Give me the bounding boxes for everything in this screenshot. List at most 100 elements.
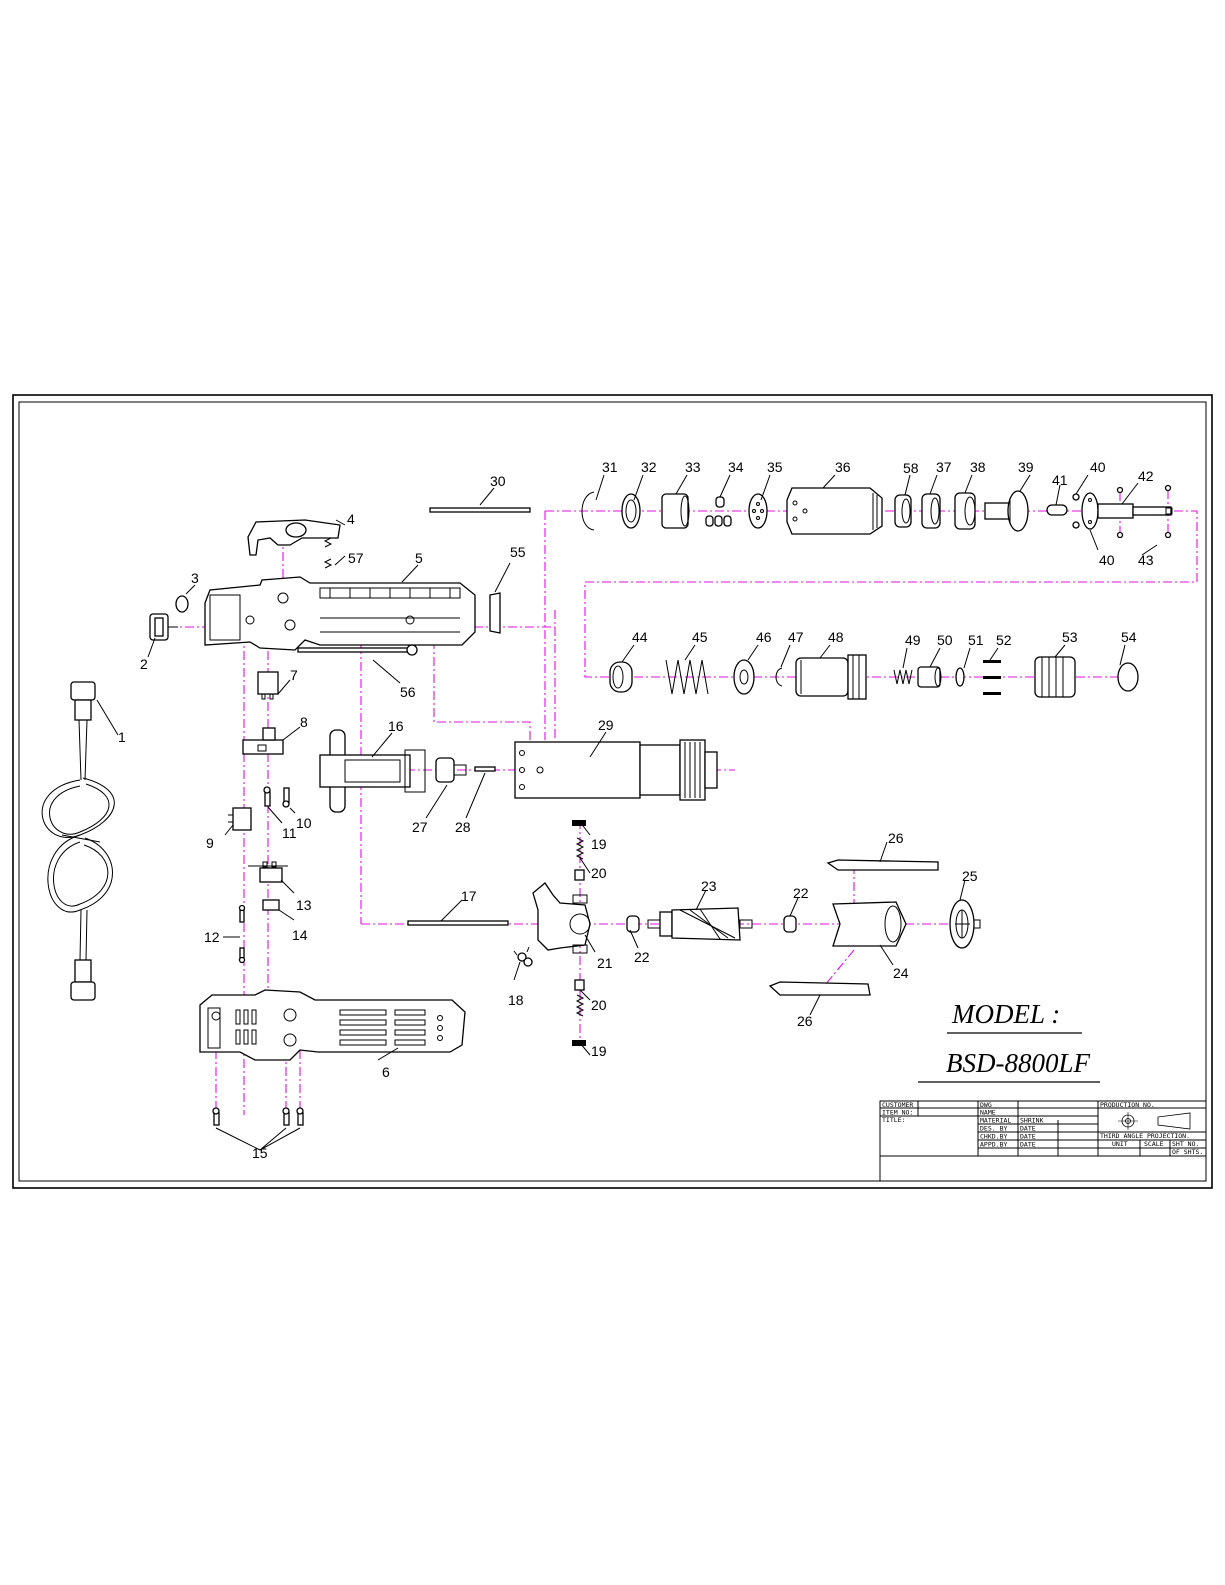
- tb-date-3: DATE: [1020, 1141, 1036, 1149]
- callout-labels: 1 2 3 4 5 6 7 8 9 10 11 12 13 14 15 16 1…: [118, 459, 1154, 1161]
- callout-47: 47: [788, 629, 804, 645]
- part-36-gear-case: [786, 487, 883, 535]
- callout-35: 35: [767, 459, 783, 475]
- callout-11: 11: [282, 825, 297, 841]
- callout-41: 41: [1052, 472, 1068, 488]
- callout-23: 23: [701, 878, 717, 894]
- tb-date-2: DATE: [1020, 1133, 1036, 1141]
- callout-24: 24: [893, 965, 909, 981]
- part-37-ring: [921, 493, 941, 529]
- tb-customer: CUSTOMER: [882, 1101, 913, 1109]
- callout-48: 48: [828, 629, 844, 645]
- callout-20-bottom: 20: [591, 997, 607, 1013]
- callout-56: 56: [400, 684, 416, 700]
- tb-of-shts: OF SHTS.: [1172, 1148, 1203, 1156]
- callout-12: 12: [204, 929, 220, 945]
- callout-52: 52: [996, 632, 1012, 648]
- part-16-motor-bracket: [319, 729, 426, 813]
- callout-55: 55: [510, 544, 526, 560]
- callout-43: 43: [1138, 552, 1154, 568]
- part-52-shims: [983, 660, 1001, 695]
- tb-shrink: SHRINK: [1020, 1117, 1044, 1125]
- part-2-connector: [149, 613, 178, 641]
- title-block: CUSTOMER ITEM NO: TITLE: DWG NAME MATERI…: [879, 1100, 1207, 1182]
- callout-19-top: 19: [591, 836, 607, 852]
- callout-1: 1: [118, 729, 126, 745]
- callout-2: 2: [140, 656, 148, 672]
- part-54-o-ring: [1117, 662, 1139, 692]
- part-44-sleeve: [609, 661, 633, 693]
- tb-dwg: DWG: [980, 1101, 992, 1109]
- callout-3: 3: [191, 570, 199, 586]
- callout-46: 46: [756, 629, 772, 645]
- callout-37: 37: [936, 459, 952, 475]
- part-43-balls: [1116, 484, 1172, 539]
- tb-item-no: ITEM NO:: [882, 1109, 913, 1117]
- callout-31: 31: [602, 459, 618, 475]
- part-53-adjust-nut: [1034, 656, 1076, 698]
- callout-5: 5: [415, 550, 423, 566]
- part-29-motor: [514, 739, 718, 801]
- part-56-hanger-rod: [297, 644, 418, 656]
- callout-29: 29: [598, 717, 614, 733]
- part-22-bearing: [626, 915, 797, 933]
- part-41-pin: [1046, 504, 1068, 516]
- callout-4: 4: [347, 511, 355, 527]
- callout-26-top: 26: [888, 830, 904, 846]
- part-10-screw: [282, 787, 290, 808]
- part-55-end-cap: [489, 592, 501, 634]
- part-46-collar: [733, 659, 755, 695]
- model-label: MODEL :: [951, 999, 1060, 1029]
- tb-material: MATERIAL: [980, 1117, 1011, 1125]
- part-3-o-ring: [175, 595, 189, 613]
- part-9-micro-switch: [228, 807, 252, 831]
- callout-38: 38: [970, 459, 986, 475]
- callout-36: 36: [835, 459, 851, 475]
- tb-production-no: PRODUCTION NO.: [1100, 1101, 1155, 1109]
- part-17-rod: [407, 920, 509, 926]
- callout-53: 53: [1062, 629, 1078, 645]
- callout-58: 58: [903, 460, 919, 476]
- part-15-screws: [212, 1107, 304, 1151]
- part-18-brush-springs: [513, 946, 533, 967]
- callout-57: 57: [348, 550, 364, 566]
- part-13-contact-block: [248, 861, 288, 883]
- tb-unit: UNIT: [1112, 1140, 1128, 1148]
- callout-10: 10: [296, 815, 312, 831]
- part-7-switch: [257, 671, 279, 700]
- callout-18: 18: [508, 992, 524, 1008]
- callout-14: 14: [292, 927, 308, 943]
- callout-30: 30: [490, 473, 506, 489]
- part-24-stator: [832, 901, 907, 947]
- callout-19-bottom: 19: [591, 1043, 607, 1059]
- part-23-armature: [647, 907, 753, 941]
- part-8-bracket: [242, 727, 284, 755]
- tb-chkd-by: CHKD.BY: [980, 1133, 1007, 1141]
- part-28-pin: [474, 766, 496, 772]
- callout-8: 8: [300, 714, 308, 730]
- part-4-trigger: [247, 519, 341, 556]
- part-12-screws: [238, 904, 246, 964]
- callout-22-left: 22: [634, 949, 650, 965]
- callout-28: 28: [455, 819, 471, 835]
- callout-16: 16: [388, 718, 404, 734]
- part-6-lower-housing: [199, 989, 466, 1061]
- callout-50: 50: [937, 632, 953, 648]
- part-38-ring: [954, 492, 976, 530]
- part-58-ring: [894, 494, 912, 528]
- callout-54: 54: [1121, 629, 1137, 645]
- callout-13: 13: [296, 897, 312, 913]
- part-26-pins: [768, 859, 939, 996]
- callout-44: 44: [632, 629, 648, 645]
- callout-40-top: 40: [1090, 459, 1106, 475]
- tb-appd-by: APPD.BY: [980, 1141, 1007, 1149]
- part-25-fan: [949, 899, 981, 949]
- part-20-brushes-springs: [574, 837, 585, 1017]
- tb-sht-no: SHT NO.: [1172, 1140, 1199, 1148]
- callout-21: 21: [597, 955, 613, 971]
- tb-projection: THIRD ANGLE PROJECTION.: [1100, 1132, 1190, 1140]
- callout-17: 17: [461, 888, 477, 904]
- callout-33: 33: [685, 459, 701, 475]
- part-1-cable: [41, 681, 115, 1001]
